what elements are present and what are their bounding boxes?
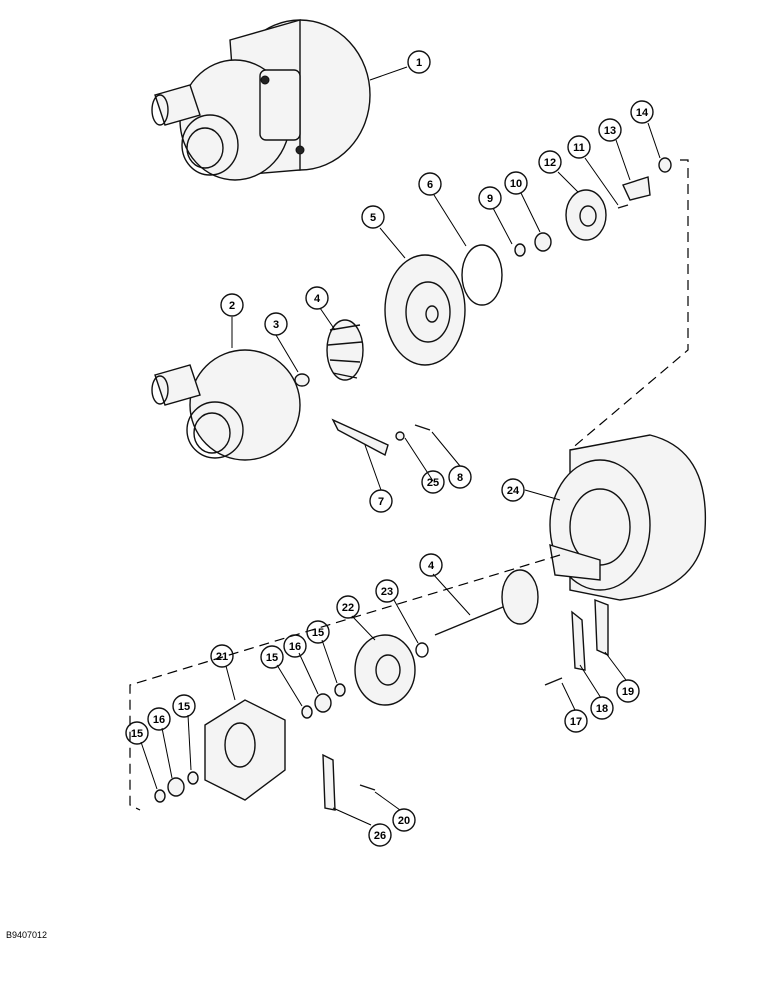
- compressor-housing-drawing: [151, 349, 301, 461]
- svg-text:11: 11: [573, 142, 585, 154]
- washer-25-drawing: [395, 431, 405, 441]
- callout-3: 3: [264, 312, 288, 336]
- bolt-8-drawing: [414, 424, 431, 431]
- callout-4-upper: 4: [305, 286, 329, 310]
- callout-19: 19: [616, 679, 640, 703]
- callout-22: 22: [336, 595, 360, 619]
- figure-id: B9407012: [6, 930, 48, 940]
- svg-text:2: 2: [229, 300, 235, 312]
- callout-10: 10: [504, 171, 528, 195]
- heat-shield-drawing: [354, 634, 416, 706]
- ring-14-drawing: [658, 157, 672, 173]
- callout-14: 14: [630, 100, 654, 124]
- clip-13-drawing: [622, 176, 651, 201]
- svg-text:5: 5: [370, 212, 376, 224]
- o-ring-drawing: [461, 244, 503, 306]
- callout-2: 2: [220, 293, 244, 317]
- screw-11-drawing: [617, 204, 629, 209]
- lock-plate-26-drawing: [322, 753, 336, 811]
- svg-text:14: 14: [636, 107, 649, 119]
- svg-text:25: 25: [427, 477, 439, 489]
- callout-1: 1: [407, 50, 431, 74]
- assembly-guide-dashed-line: [129, 159, 689, 811]
- callout-4-lower: 4: [419, 553, 443, 577]
- svg-text:12: 12: [544, 157, 556, 169]
- callout-17: 17: [564, 709, 588, 733]
- callout-7: 7: [369, 489, 393, 513]
- svg-text:6: 6: [427, 179, 433, 191]
- callout-15-lower-left: 15: [125, 721, 149, 745]
- turbine-shaft-drawing: [434, 569, 539, 636]
- thrust-bearing-drawing: [565, 189, 607, 241]
- turbocharger-assembly-drawing: [151, 19, 371, 181]
- nut-3-drawing: [294, 373, 310, 387]
- ring-15-lower-a-drawing: [154, 789, 166, 803]
- svg-text:10: 10: [510, 178, 522, 190]
- seal-ring-23-drawing: [415, 642, 429, 658]
- callout-15-lower-right: 15: [172, 694, 196, 718]
- bolt-20-drawing: [359, 784, 376, 791]
- svg-text:15: 15: [266, 652, 278, 664]
- callout-25: 25: [421, 470, 445, 494]
- svg-text:8: 8: [457, 472, 463, 484]
- ring-15-upper-b-drawing: [334, 683, 346, 697]
- leader-lines: [140, 66, 661, 826]
- svg-text:4: 4: [314, 293, 321, 305]
- lock-plate-19-drawing: [594, 598, 609, 657]
- callout-16-upper: 16: [283, 634, 307, 658]
- svg-text:15: 15: [178, 701, 190, 713]
- svg-text:22: 22: [342, 602, 354, 614]
- lock-plate-18-drawing: [571, 610, 586, 671]
- svg-text:13: 13: [604, 125, 616, 137]
- ring-9-drawing: [514, 243, 526, 257]
- svg-text:19: 19: [622, 686, 634, 698]
- svg-text:3: 3: [273, 319, 279, 331]
- compressor-wheel-drawing: [326, 319, 364, 381]
- svg-text:9: 9: [487, 193, 493, 205]
- callout-15-upper-left: 15: [260, 645, 284, 669]
- callout-21: 21: [210, 644, 234, 668]
- center-housing-drawing: [204, 699, 286, 801]
- callout-5: 5: [361, 205, 385, 229]
- turbine-housing-drawing: [549, 434, 707, 601]
- svg-text:15: 15: [312, 627, 324, 639]
- svg-text:20: 20: [398, 815, 410, 827]
- callout-12: 12: [538, 150, 562, 174]
- callout-11: 11: [567, 135, 591, 159]
- callout-26: 26: [368, 823, 392, 847]
- backplate-drawing: [384, 254, 466, 366]
- lock-plate-7-drawing: [331, 418, 389, 457]
- svg-text:23: 23: [381, 586, 393, 598]
- callout-24: 24: [501, 478, 525, 502]
- bearing-16-lower-drawing: [167, 777, 185, 797]
- callout-15-upper-right: 15: [306, 620, 330, 644]
- ring-15-lower-b-drawing: [187, 771, 199, 785]
- callout-13: 13: [598, 118, 622, 142]
- svg-text:1: 1: [416, 57, 422, 69]
- svg-text:16: 16: [289, 641, 301, 653]
- svg-text:15: 15: [131, 728, 143, 740]
- callout-16-lower: 16: [147, 707, 171, 731]
- svg-text:7: 7: [378, 496, 384, 508]
- svg-text:4: 4: [428, 560, 435, 572]
- svg-text:21: 21: [216, 651, 228, 663]
- bolt-17-drawing: [544, 677, 563, 686]
- callout-6: 6: [418, 172, 442, 196]
- ring-15-upper-a-drawing: [301, 705, 313, 719]
- svg-text:18: 18: [596, 703, 608, 715]
- svg-text:26: 26: [374, 830, 386, 842]
- callout-18: 18: [590, 696, 614, 720]
- svg-text:24: 24: [507, 485, 520, 497]
- callout-8: 8: [448, 465, 472, 489]
- svg-text:16: 16: [153, 714, 165, 726]
- callout-20: 20: [392, 808, 416, 832]
- svg-text:17: 17: [570, 716, 582, 728]
- callout-9: 9: [478, 186, 502, 210]
- callout-group: 1 2 3 4 5 6 7 8 9 10 11 12 13 14 25 24 4…: [125, 50, 654, 847]
- thrust-collar-drawing: [534, 232, 552, 252]
- callout-23: 23: [375, 579, 399, 603]
- bearing-16-upper-drawing: [314, 693, 332, 713]
